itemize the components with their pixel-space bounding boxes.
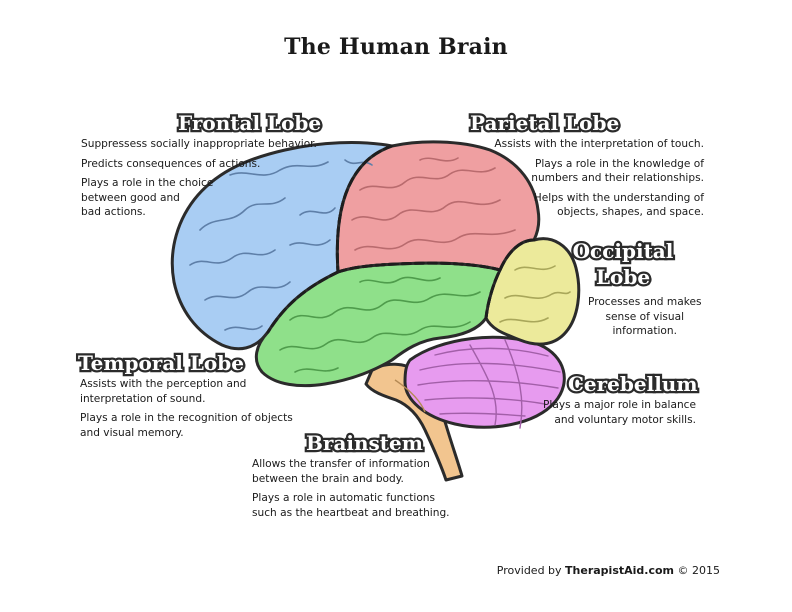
frontal-line-5: bad actions. [81, 206, 146, 218]
brainstem-line-4: such as the heartbeat and breathing. [252, 506, 450, 519]
footer-credit: Provided by TherapistAid.com © 2015 [497, 564, 720, 577]
occipital-line-2: sense of visual [605, 310, 685, 323]
occipital-lobe-title: Occipital Lobe [570, 237, 676, 292]
footer-prefix: Provided by [496, 564, 566, 577]
parietal-gyri-lines [351, 157, 516, 251]
frontal-line-4: between good and [81, 191, 180, 204]
temporal-line-3: Plays a role in the recognition of objec… [80, 412, 293, 424]
parietal-line-1: Assists with the interpretation of touch… [494, 138, 704, 150]
temporal-lobe-name: Temporal Lobe [76, 349, 246, 378]
cerebellum-line-1: Plays a major role in balance [543, 399, 696, 411]
frontal-lobe-description: Suppressess socially inappropriate behav… [81, 137, 317, 225]
occipital-line-3: information. [612, 325, 677, 337]
frontal-lobe-name: Frontal Lobe [176, 109, 324, 138]
temporal-lobe-region [254, 261, 502, 388]
lobe-boundary-lines [266, 144, 536, 334]
parietal-line-5: objects, shapes, and space. [557, 206, 704, 218]
brainstem-line-2: between the brain and body. [252, 472, 404, 485]
brainstem-line-1: Allows the transfer of information [252, 458, 430, 470]
parietal-line-2: Plays a role in the knowledge of [534, 157, 704, 170]
brainstem-lines [394, 379, 426, 413]
temporal-gyri-lines [279, 276, 481, 373]
parietal-line-3: numbers and their relationships. [531, 172, 704, 184]
temporal-lobe-title: Temporal Lobe [76, 349, 246, 378]
frontal-gyri-lines [189, 159, 373, 331]
temporal-lobe-description: Assists with the perception and interpre… [80, 377, 293, 445]
frontal-line-2: Predicts consequences of actions. [81, 157, 261, 170]
occipital-lobe-name-line1: Occipital [570, 237, 675, 266]
cerebellum-folia-lines [417, 339, 561, 429]
temporal-line-2: interpretation of sound. [80, 392, 206, 405]
temporal-line-4: and visual memory. [80, 426, 184, 439]
footer-suffix: © 2015 [674, 564, 720, 577]
temporal-line-1: Assists with the perception and [80, 378, 247, 390]
page-title: The Human Brain [284, 34, 508, 60]
cerebellum-description: Plays a major role in balance and volunt… [543, 398, 696, 432]
occipital-lobe-name-line2: Lobe [594, 263, 653, 292]
parietal-lobe-name: Parietal Lobe [468, 109, 622, 138]
occipital-lobe-description: Processes and makes sense of visual info… [588, 295, 702, 344]
parietal-line-4: Helps with the understanding of [533, 191, 704, 204]
brainstem-line-3: Plays a role in automatic functions [252, 492, 436, 504]
frontal-lobe-title: Frontal Lobe [176, 109, 324, 138]
cerebellum-name: Cerebellum [566, 370, 700, 399]
brainstem-description: Allows the transfer of information betwe… [252, 457, 450, 525]
frontal-line-1: Suppressess socially inappropriate behav… [81, 138, 317, 150]
occipital-line-1: Processes and makes [588, 296, 702, 308]
parietal-lobe-title: Parietal Lobe [468, 109, 622, 138]
brainstem-name: Brainstem [304, 429, 425, 458]
cerebellum-region [403, 335, 566, 429]
brainstem-title: Brainstem [304, 429, 425, 458]
frontal-line-3: Plays a role in the choice [81, 177, 214, 189]
parietal-lobe-description: Assists with the interpretation of touch… [494, 137, 704, 225]
cerebellum-line-2: and voluntary motor skills. [554, 413, 696, 426]
cerebellum-title: Cerebellum [566, 370, 700, 399]
occipital-gyri-lines [499, 265, 571, 323]
footer-brand: TherapistAid.com [565, 564, 674, 577]
